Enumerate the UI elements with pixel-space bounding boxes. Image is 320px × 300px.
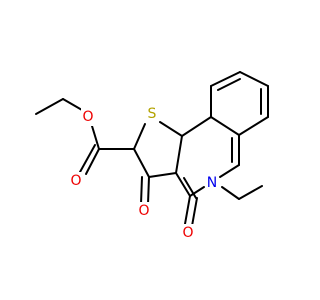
bond — [175, 135, 183, 174]
bond — [159, 121, 183, 137]
bond — [238, 185, 263, 200]
lactam-oxygen-atom: O — [181, 224, 195, 242]
bond — [183, 177, 197, 199]
bond — [79, 144, 96, 173]
bond — [238, 116, 269, 136]
ester-carbonyl-oxygen-atom: O — [69, 172, 83, 190]
bond — [133, 123, 146, 150]
bond — [219, 164, 240, 178]
bond — [62, 98, 83, 111]
bond — [210, 116, 240, 136]
bond — [147, 176, 150, 205]
atom-labels: S N O O O O — [69, 105, 219, 242]
bond — [133, 148, 150, 178]
molecule-structure: S N O O O O — [35, 71, 269, 242]
bond — [148, 172, 177, 178]
bond — [221, 186, 240, 200]
bond — [189, 186, 205, 197]
atom-label-s: S — [148, 106, 157, 122]
atom-label-o: O — [82, 109, 93, 125]
bond — [181, 116, 212, 137]
ketone-oxygen-atom: O — [137, 202, 151, 220]
atom-label-o: O — [138, 203, 149, 219]
bond — [210, 71, 241, 87]
bond — [184, 195, 191, 225]
bond — [35, 98, 64, 115]
bond — [217, 78, 241, 91]
bond — [91, 125, 100, 150]
bond — [175, 172, 191, 197]
bond — [191, 197, 198, 227]
atom-label-o: O — [182, 225, 193, 241]
sulfur-atom: S — [145, 105, 159, 123]
bond — [140, 176, 143, 205]
atom-label-n: N — [207, 175, 217, 191]
bond — [85, 148, 100, 175]
bonds — [35, 71, 269, 227]
ester-ether-oxygen-atom: O — [81, 108, 95, 126]
atom-label-o: O — [70, 173, 81, 189]
bond — [239, 71, 269, 87]
nitrogen-atom: N — [205, 174, 219, 192]
